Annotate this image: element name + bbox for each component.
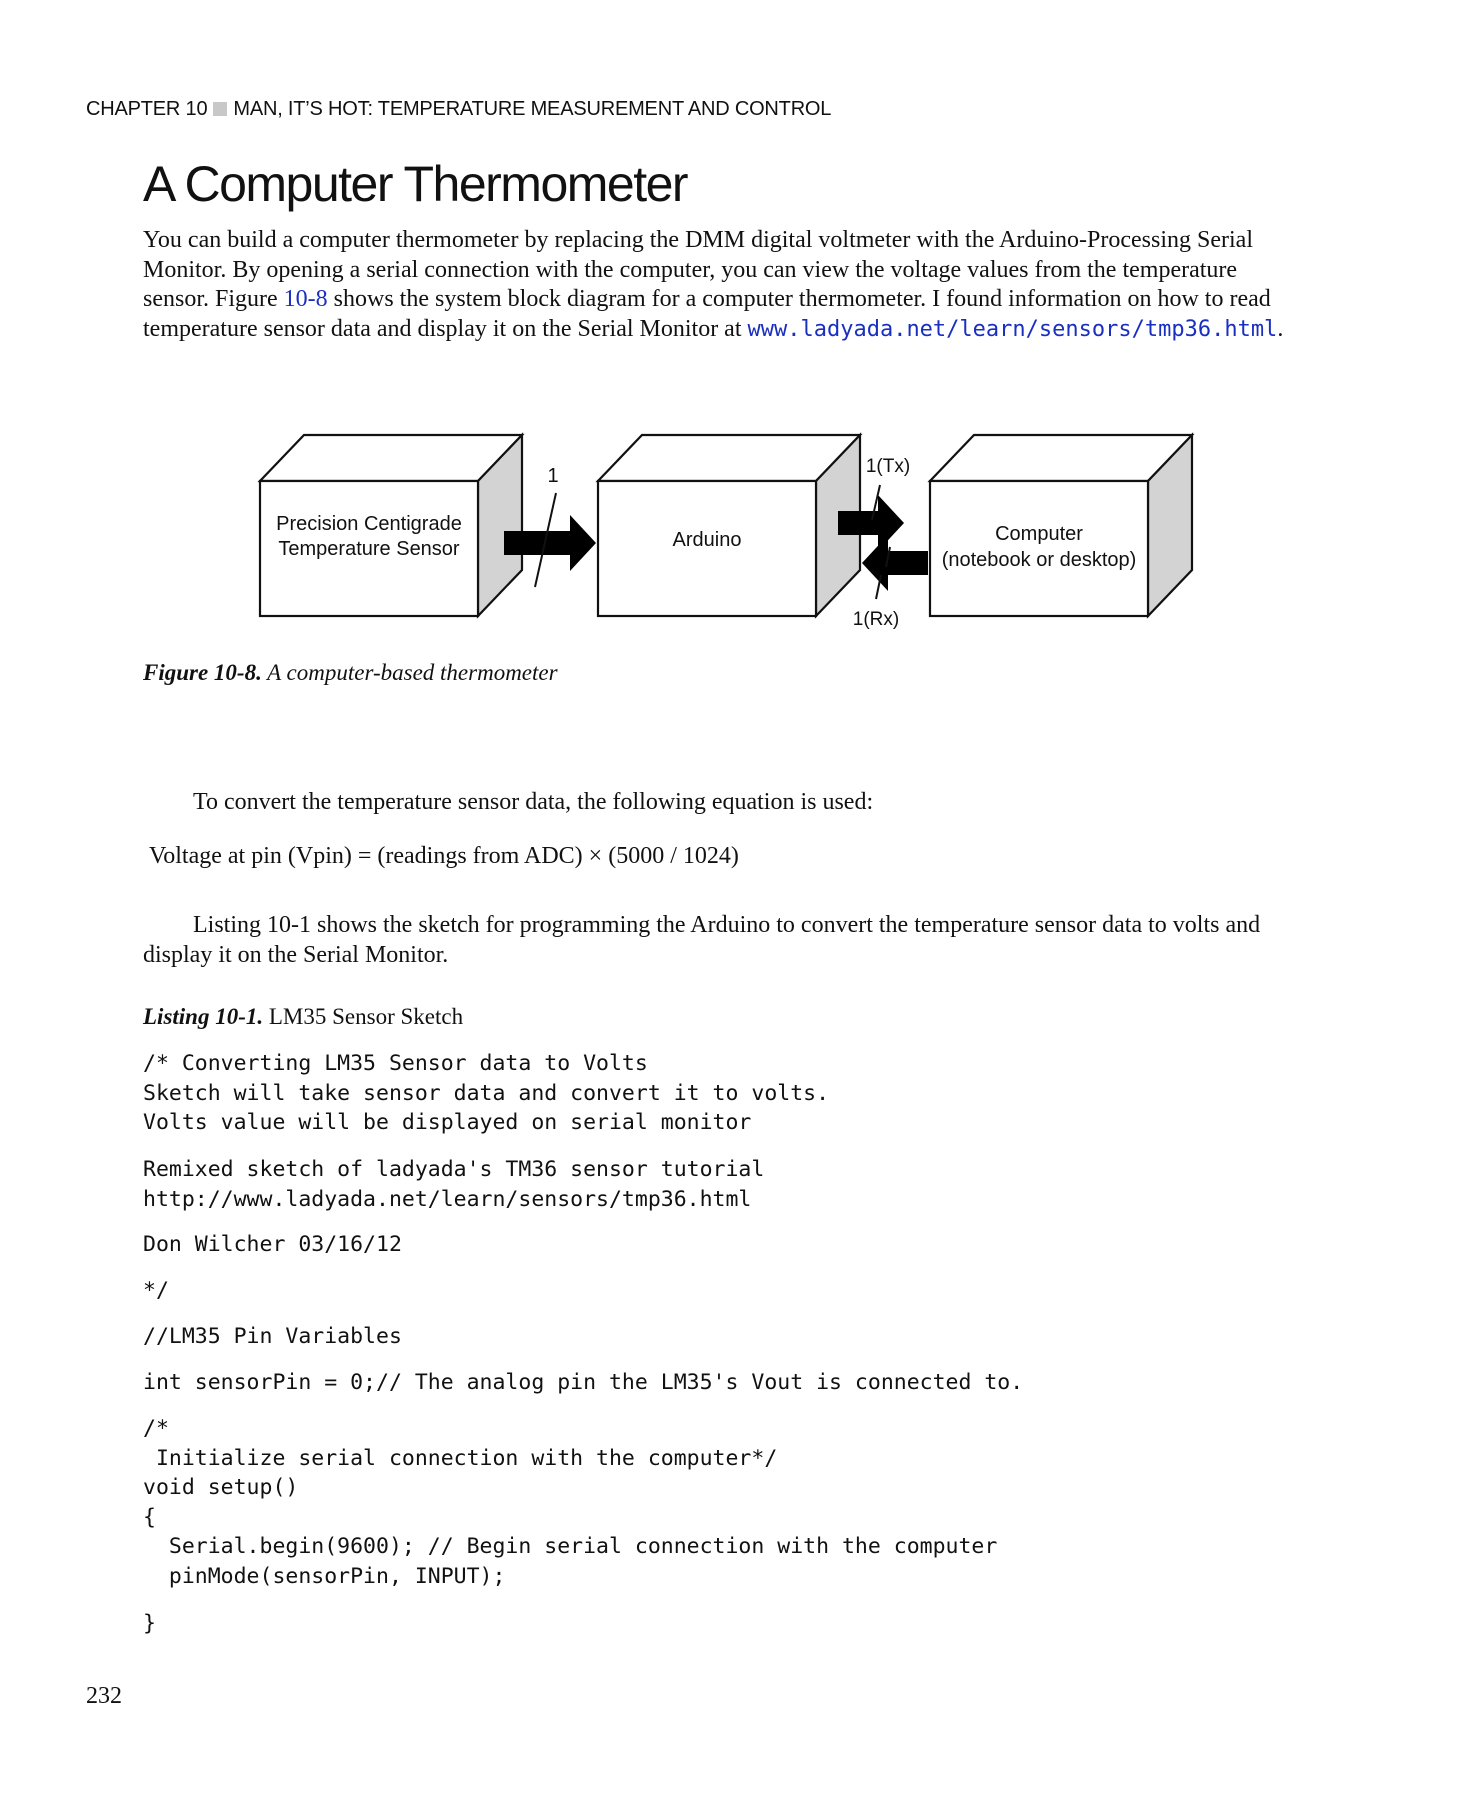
chapter-label: CHAPTER 10 [86, 98, 208, 120]
sensor-label-line1: Precision Centigrade [276, 513, 462, 535]
intro-text-a: You can build a computer thermometer by … [143, 227, 1253, 312]
code-pin-variables-comment: //LM35 Pin Variables [143, 1324, 402, 1349]
sensor-to-arduino-arrow [504, 515, 596, 571]
computer-label-line2: (notebook or desktop) [942, 549, 1137, 571]
figure-reference-link[interactable]: 10-8 [283, 286, 328, 312]
rx-label: 1(Rx) [853, 609, 899, 630]
figure-caption: Figure 10-8. A computer-based thermomete… [143, 660, 558, 686]
code-remix-note: Remixed sketch of ladyada's TM36 sensor … [143, 1157, 765, 1212]
code-comment-header: /* Converting LM35 Sensor data to Volts … [143, 1051, 830, 1135]
arduino-label: Arduino [673, 529, 742, 551]
listing-title: Listing 10-1. LM35 Sensor Sketch [143, 1004, 463, 1030]
block-diagram: Precision Centigrade Temperature Sensor … [257, 432, 1195, 630]
sensor-label-line2: Temperature Sensor [278, 538, 460, 560]
code-sensor-pin-declaration: int sensorPin = 0;// The analog pin the … [143, 1370, 1024, 1395]
intro-paragraph: You can build a computer thermometer by … [143, 226, 1293, 344]
convert-paragraph: To convert the temperature sensor data, … [193, 789, 874, 815]
voltage-equation: Voltage at pin (Vpin) = (readings from A… [149, 843, 739, 869]
listing-intro-paragraph: Listing 10-1 shows the sketch for progra… [143, 912, 1261, 968]
code-comment-end: */ [143, 1278, 169, 1303]
listing-label: Listing 10-1. [143, 1004, 264, 1029]
intro-text-b: shows the system block diagram for a com… [143, 286, 1271, 342]
computer-block [927, 432, 1195, 619]
computer-label-line1: Computer [995, 523, 1083, 545]
figure-caption-label: Figure 10-8. [143, 660, 262, 685]
listing-name: LM35 Sensor Sketch [263, 1004, 464, 1029]
code-setup-function: /* Initialize serial connection with the… [143, 1416, 998, 1589]
chapter-title: MAN, IT’S HOT: TEMPERATURE MEASUREMENT A… [233, 98, 832, 120]
arduino-block [595, 432, 863, 619]
code-closing-brace: } [143, 1611, 156, 1636]
sensor-link-label: 1 [547, 465, 558, 487]
separator-square-icon [213, 102, 228, 116]
sensor-block [257, 432, 525, 619]
rx-arrow [862, 535, 928, 591]
ladyada-url-link[interactable]: www.ladyada.net/learn/sensors/tmp36.html [747, 316, 1278, 342]
tx-label: 1(Tx) [866, 456, 910, 477]
figure-caption-text: A computer-based thermometer [261, 660, 558, 685]
section-title: A Computer Thermometer [143, 156, 689, 212]
intro-text-c: . [1277, 315, 1284, 342]
code-author-date: Don Wilcher 03/16/12 [143, 1232, 402, 1257]
page-number: 232 [86, 1683, 122, 1709]
running-head: CHAPTER 10 MAN, IT’S HOT: TEMPERATURE MEA… [86, 98, 831, 121]
